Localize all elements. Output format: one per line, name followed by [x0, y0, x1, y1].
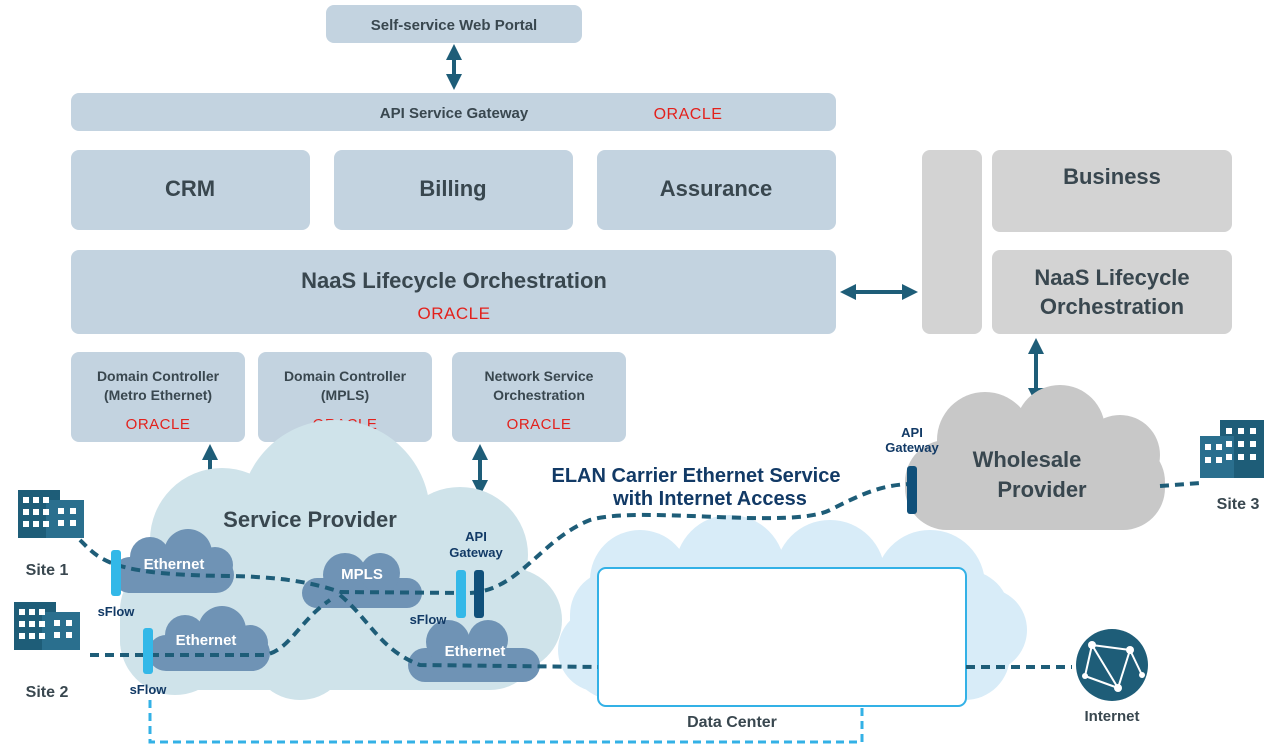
oracle-logo: ORACLE: [126, 416, 191, 433]
crm-label: CRM: [165, 176, 215, 201]
api-gateway-bar: [474, 570, 484, 618]
site1-link: [78, 538, 341, 594]
dark-links: [78, 481, 1201, 669]
wholesale-site3-link: [1159, 481, 1201, 488]
partner-naas-box: NaaS Lifecycle Orchestration: [992, 250, 1232, 334]
controller-line1: Network Service: [485, 368, 594, 384]
ethernet-cloud-bottom: [148, 606, 270, 671]
naas-orchestration-label: NaaS Lifecycle Orchestration: [301, 268, 607, 293]
oracle-logo: ORACLE: [654, 106, 723, 123]
controller-line1: Domain Controller: [284, 368, 407, 384]
oracle-logo: ORACLE: [507, 416, 572, 433]
site2-building-icon: [14, 602, 80, 650]
controller-line2: Orchestration: [493, 387, 585, 403]
sp-wholesale-link: [469, 482, 911, 595]
wholesale-line1: Wholesale: [973, 447, 1082, 472]
sp-api-gateway-line2: Gateway: [449, 545, 503, 560]
naas-orchestration-box: NaaS Lifecycle Orchestration ORACLE: [71, 250, 836, 334]
data-center-box: [597, 567, 967, 707]
sp-api-gateway-line1: API: [465, 529, 487, 544]
partner-naas-line1: NaaS Lifecycle: [1034, 265, 1189, 290]
business-label: Business: [1063, 164, 1161, 189]
sflow-monitor-link: [148, 700, 864, 744]
controller-metro-ethernet: Domain Controller (Metro Ethernet) ORACL…: [71, 352, 245, 442]
controller-line1: Domain Controller: [97, 368, 220, 384]
sflow-bar-bottom: [143, 628, 153, 674]
assurance-label: Assurance: [660, 176, 773, 201]
sflow-label-bottom: sFlow: [130, 682, 168, 697]
partner-side-bar: [922, 150, 982, 334]
ethernet-right-label: Ethernet: [445, 643, 506, 660]
controller-line2: (MPLS): [321, 387, 369, 403]
service-provider-label: Service Provider: [223, 507, 397, 532]
elan-line1: ELAN Carrier Ethernet Service: [551, 465, 840, 487]
site3-label: Site 3: [1217, 496, 1260, 513]
controller-line2: (Metro Ethernet): [104, 387, 212, 403]
business-box: Business: [992, 150, 1232, 232]
billing-label: Billing: [419, 176, 486, 201]
internet-label: Internet: [1084, 708, 1139, 725]
crm-box: CRM: [71, 150, 310, 230]
partner-naas-line2: Orchestration: [1040, 294, 1184, 319]
sflow-label-top: sFlow: [98, 604, 136, 619]
assurance-box: Assurance: [597, 150, 836, 230]
billing-box: Billing: [334, 150, 573, 230]
sflow-bar-gateway: [456, 570, 466, 618]
internet-globe-icon: [1076, 629, 1148, 701]
wholesale-line2: Provider: [997, 477, 1087, 502]
api-service-gateway-box: API Service Gateway ORACLE: [71, 93, 836, 131]
site2-label: Site 2: [26, 684, 69, 701]
wholesale-api-gateway-bar: [907, 466, 917, 514]
web-portal-label: Self-service Web Portal: [371, 17, 537, 34]
api-service-gateway-label: API Service Gateway: [380, 105, 529, 122]
oracle-logo: ORACLE: [418, 304, 491, 323]
site1-building-icon: [18, 490, 84, 538]
site1-label: Site 1: [26, 562, 69, 579]
controller-network-service: Network Service Orchestration ORACLE: [452, 352, 626, 442]
wholesale-api-line2: Gateway: [885, 440, 939, 455]
elan-line2: with Internet Access: [612, 488, 807, 510]
mpls-label: MPLS: [341, 566, 383, 583]
sflow-bar-top: [111, 550, 121, 596]
wholesale-api-line1: API: [901, 425, 923, 440]
ethernet-cloud-right: [408, 620, 540, 682]
site3-building-icon: [1200, 420, 1264, 478]
sflow-label-gateway: sFlow: [410, 612, 448, 627]
ethernet-top-label: Ethernet: [144, 556, 205, 573]
wholesale-cloud: [905, 385, 1165, 530]
mpls-gateway-link: [339, 590, 466, 595]
web-portal-box: Self-service Web Portal: [326, 5, 582, 43]
data-center-label: Data Center: [687, 714, 777, 731]
ethernet-bottom-label: Ethernet: [176, 632, 237, 649]
